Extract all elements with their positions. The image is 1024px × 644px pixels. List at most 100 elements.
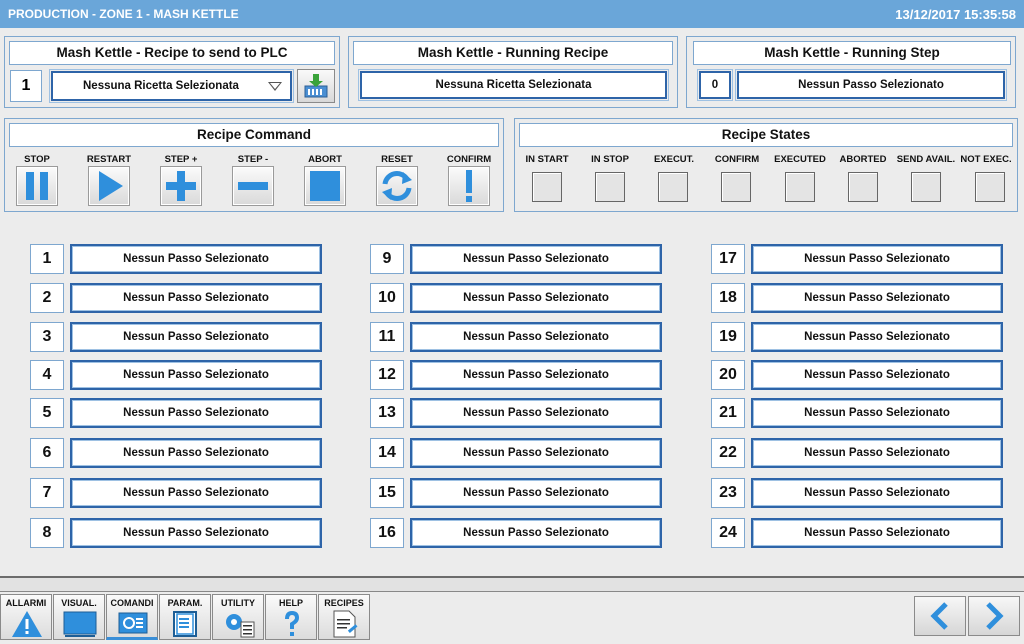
exclamation-icon [466,170,472,202]
recipe-number-field[interactable]: 1 [10,70,42,102]
state-indicator-executed [785,172,815,202]
step-number: 21 [711,398,745,428]
step-number: 8 [30,518,64,548]
gear-list-icon [226,614,255,638]
step-value[interactable]: Nessun Passo Selezionato [410,360,662,390]
running-step-panel: Mash Kettle - Running Step 0 Nessun Pass… [686,36,1016,108]
confirm-label: CONFIRM [446,154,492,165]
running-step-value: Nessun Passo Selezionato [735,69,1007,101]
restart-label: RESTART [86,154,132,165]
book-icon [173,611,197,637]
step-value[interactable]: Nessun Passo Selezionato [410,322,662,352]
stop-square-icon [310,171,340,201]
nav-comandi-label: COMANDI [110,598,154,608]
step-value[interactable]: Nessun Passo Selezionato [70,244,322,274]
nav-allarmi-button[interactable]: ALLARMI [0,594,52,640]
state-indicator-aborted [848,172,878,202]
step-value[interactable]: Nessun Passo Selezionato [70,518,322,548]
nav-utility-label: UTILITY [221,598,255,608]
step-number: 18 [711,283,745,313]
restart-button[interactable] [88,166,130,206]
nav-param-button[interactable]: PARAM. [159,594,211,640]
step-value[interactable]: Nessun Passo Selezionato [410,438,662,468]
step-value[interactable]: Nessun Passo Selezionato [751,398,1003,428]
state-indicator-confirm [721,172,751,202]
download-to-plc-icon [304,74,328,98]
send-recipe-button[interactable] [297,69,335,103]
nav-visual-label: VISUAL. [61,598,97,608]
step-value[interactable]: Nessun Passo Selezionato [751,244,1003,274]
previous-page-button[interactable] [914,596,966,636]
step-value[interactable]: Nessun Passo Selezionato [410,478,662,508]
screen-title: PRODUCTION - ZONE 1 - MASH KETTLE [8,7,239,21]
step-number: 2 [30,283,64,313]
step-value[interactable]: Nessun Passo Selezionato [751,322,1003,352]
pause-icon [26,172,48,200]
chevron-left-icon [930,602,948,630]
nav-comandi-button[interactable]: COMANDI [106,594,158,640]
step-value[interactable]: Nessun Passo Selezionato [410,518,662,548]
state-indicator-in-stop [595,172,625,202]
step-value[interactable]: Nessun Passo Selezionato [70,438,322,468]
state-indicator-execut [658,172,688,202]
state-label-in-stop: IN STOP [591,154,629,165]
step-number: 10 [370,283,404,313]
state-label-send-avail: SEND AVAIL. [896,154,956,165]
step-value[interactable]: Nessun Passo Selezionato [410,283,662,313]
recipe-to-send-title: Mash Kettle - Recipe to send to PLC [9,41,335,65]
recipe-to-send-panel: Mash Kettle - Recipe to send to PLC 1 Ne… [4,36,340,108]
step-value[interactable]: Nessun Passo Selezionato [70,398,322,428]
step-plus-button[interactable] [160,166,202,206]
step-value[interactable]: Nessun Passo Selezionato [751,283,1003,313]
commands-icon [118,612,148,634]
state-label-confirm: CONFIRM [714,154,760,165]
question-icon [285,611,299,636]
step-value[interactable]: Nessun Passo Selezionato [751,518,1003,548]
state-label-executed: EXECUTED [774,154,826,165]
step-plus-label: STEP + [164,154,198,165]
nav-recipes-button[interactable]: RECIPES [318,594,370,640]
next-page-button[interactable] [968,596,1020,636]
nav-help-button[interactable]: HELP [265,594,317,640]
step-minus-label: STEP - [237,154,269,165]
step-number: 24 [711,518,745,548]
reset-label: RESET [381,154,413,165]
stop-button[interactable] [16,166,58,206]
stop-label: STOP [24,154,50,165]
running-recipe-title: Mash Kettle - Running Recipe [353,41,673,65]
message-strip [0,578,1024,592]
step-number: 3 [30,322,64,352]
recipe-command-title: Recipe Command [9,123,499,147]
plus-icon [166,171,196,201]
step-value[interactable]: Nessun Passo Selezionato [70,478,322,508]
step-number: 12 [370,360,404,390]
step-number: 7 [30,478,64,508]
step-value[interactable]: Nessun Passo Selezionato [70,322,322,352]
reset-button[interactable] [376,166,418,206]
state-label-not-exec: NOT EXEC. [960,154,1012,165]
refresh-icon [382,171,412,201]
abort-button[interactable] [304,166,346,206]
step-value[interactable]: Nessun Passo Selezionato [410,398,662,428]
state-label-aborted: ABORTED [839,154,887,165]
nav-utility-button[interactable]: UTILITY [212,594,264,640]
step-value[interactable]: Nessun Passo Selezionato [751,438,1003,468]
recipe-doc-icon [333,610,358,638]
step-number: 16 [370,518,404,548]
step-number: 17 [711,244,745,274]
step-number: 19 [711,322,745,352]
nav-visual-button[interactable]: VISUAL. [53,594,105,640]
chevron-right-icon [986,602,1004,630]
step-value[interactable]: Nessun Passo Selezionato [70,360,322,390]
state-indicator-not-exec [975,172,1005,202]
step-minus-button[interactable] [232,166,274,206]
recipe-command-panel: Recipe Command STOP RESTART STEP + STEP … [4,118,504,212]
recipe-select-dropdown[interactable]: Nessuna Ricetta Selezionata [49,69,294,103]
step-number: 9 [370,244,404,274]
step-value[interactable]: Nessun Passo Selezionato [410,244,662,274]
step-value[interactable]: Nessun Passo Selezionato [70,283,322,313]
confirm-button[interactable] [448,166,490,206]
step-number: 15 [370,478,404,508]
step-value[interactable]: Nessun Passo Selezionato [751,360,1003,390]
step-value[interactable]: Nessun Passo Selezionato [751,478,1003,508]
